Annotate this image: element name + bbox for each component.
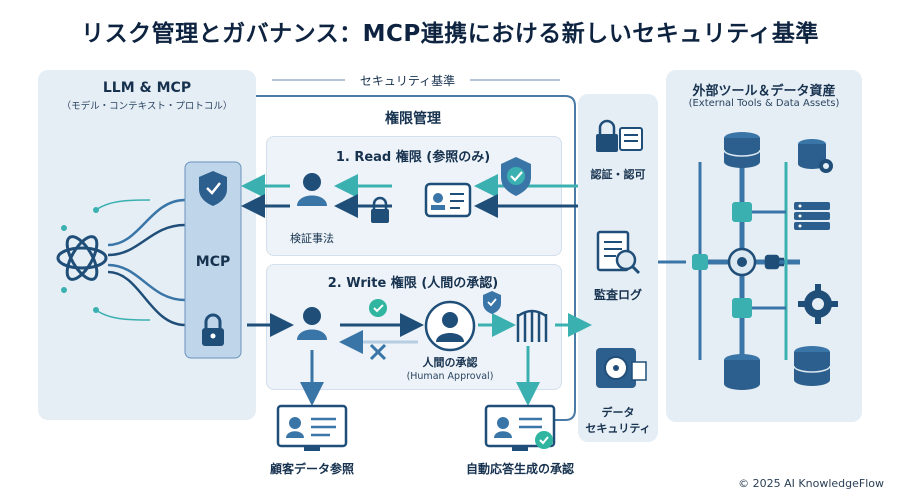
mcp-bar bbox=[184, 161, 242, 359]
database-icon-bottom-left bbox=[724, 354, 760, 390]
customer-data-monitor-icon bbox=[276, 404, 348, 451]
auth-lock-card-icon bbox=[596, 119, 643, 152]
node-icon-upper bbox=[732, 202, 752, 222]
approve-check-icon bbox=[369, 299, 387, 317]
id-card-icon bbox=[424, 182, 472, 218]
mcp-label: MCP bbox=[195, 254, 231, 270]
external-tools-subtitle: (External Tools & Data Assets) bbox=[688, 98, 840, 109]
node-icon-lower bbox=[732, 298, 752, 318]
server-icon bbox=[794, 202, 830, 230]
llm-logo-icon bbox=[56, 235, 108, 281]
security-standard-label: セキュリティ基準 bbox=[359, 74, 456, 88]
read-user-icon bbox=[297, 173, 327, 206]
read-lock-icon bbox=[371, 196, 389, 223]
write-permission-title: 2. Write 権限 (人間の承認) bbox=[327, 276, 499, 291]
human-approval-icon bbox=[424, 300, 476, 352]
gate-icon bbox=[516, 309, 548, 342]
database-icon-bottom-right bbox=[793, 346, 831, 386]
audit-log-label: 監査ログ bbox=[593, 288, 642, 302]
read-shield-icon bbox=[501, 157, 531, 196]
auth-label: 認証・認可 bbox=[590, 168, 646, 181]
data-vault-icon bbox=[596, 348, 647, 388]
write-user-icon bbox=[297, 307, 327, 340]
security-standard-bracket bbox=[256, 79, 576, 421]
data-security-label-1: データ bbox=[601, 406, 635, 419]
page-title: リスク管理とガバナンス：MCP連携における新しいセキュリティ基準 bbox=[81, 21, 819, 47]
copyright-credit: © 2025 AI KnowledgeFlow bbox=[738, 477, 884, 490]
auto-response-monitor-icon bbox=[484, 404, 556, 451]
llm-mcp-title: LLM & MCP bbox=[102, 80, 192, 96]
data-security-label-2: セキュリティ bbox=[585, 422, 651, 435]
auto-response-label: 自動応答生成の承認 bbox=[465, 462, 574, 476]
gate-shield-icon bbox=[483, 291, 501, 314]
node-icon-left bbox=[692, 254, 708, 270]
database-gear-icon bbox=[798, 139, 833, 173]
human-approval-label: 人間の承認 bbox=[422, 356, 478, 369]
human-approval-sub: (Human Approval) bbox=[406, 371, 494, 382]
audit-log-icon bbox=[596, 230, 641, 275]
mcp-lock-icon bbox=[202, 313, 224, 346]
database-icon-top bbox=[723, 132, 761, 168]
external-tools-title: 外部ツール＆データ資産 bbox=[692, 84, 836, 99]
llm-mcp-subtitle: （モデル・コンテキスト・プロトコル） bbox=[61, 101, 233, 112]
gear-icon bbox=[798, 284, 838, 324]
reject-x-icon bbox=[369, 343, 387, 361]
customer-data-label: 顧客データ参照 bbox=[269, 462, 354, 476]
read-permission-title: 1. Read 権限 (参照のみ) bbox=[335, 150, 491, 165]
verify-label: 検証事法 bbox=[290, 232, 334, 245]
llm-connectors bbox=[61, 198, 186, 327]
plug-icon bbox=[764, 254, 784, 270]
network-hub-icon bbox=[727, 247, 757, 277]
mcp-shield-icon bbox=[199, 171, 227, 206]
permission-title: 権限管理 bbox=[385, 111, 441, 127]
